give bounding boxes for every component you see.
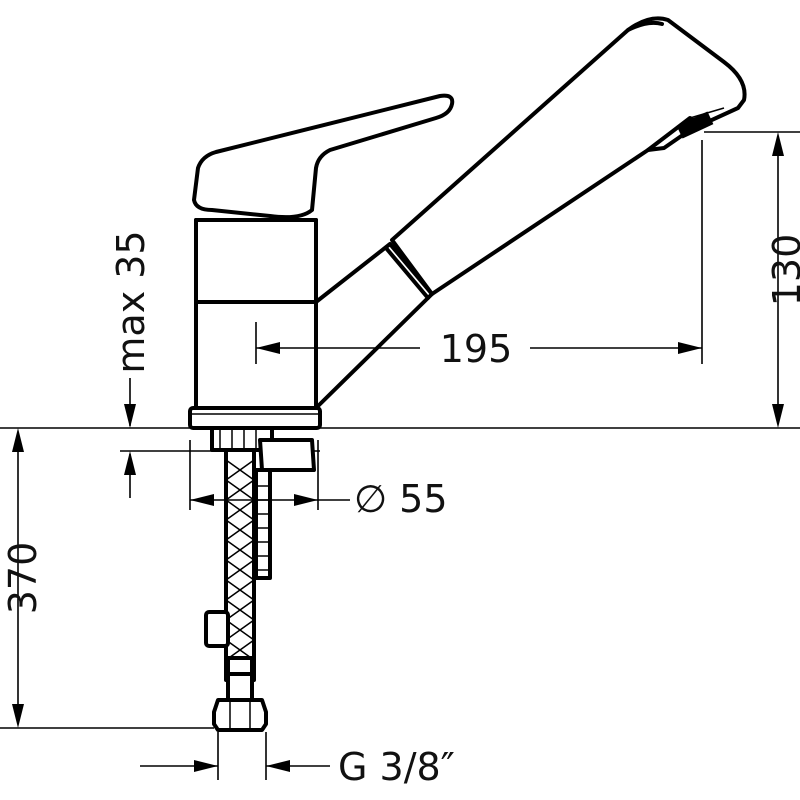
under-deck-fittings — [210, 426, 316, 580]
dim-spout-height-label: 130 — [765, 234, 800, 307]
dim-spout-reach — [255, 140, 703, 364]
dim-hose-length — [0, 428, 214, 729]
dim-spout-height — [704, 131, 800, 428]
faucet-body — [188, 218, 322, 430]
dim-deck-thickness-label: max 35 — [109, 230, 153, 373]
lever-handle — [192, 93, 455, 220]
dim-connection-thread — [140, 732, 330, 780]
dim-hole-diameter-label: ∅ 55 — [354, 477, 448, 521]
dim-hole-diameter — [189, 440, 350, 510]
pullout-spout — [314, 16, 747, 410]
dim-spout-reach-label: 195 — [440, 327, 513, 371]
dim-deck-thickness — [124, 378, 136, 498]
dim-connection-thread-label: G 3/8″ — [338, 745, 455, 789]
dim-hose-length-label: 370 — [1, 542, 45, 615]
braided-hose — [204, 448, 268, 732]
